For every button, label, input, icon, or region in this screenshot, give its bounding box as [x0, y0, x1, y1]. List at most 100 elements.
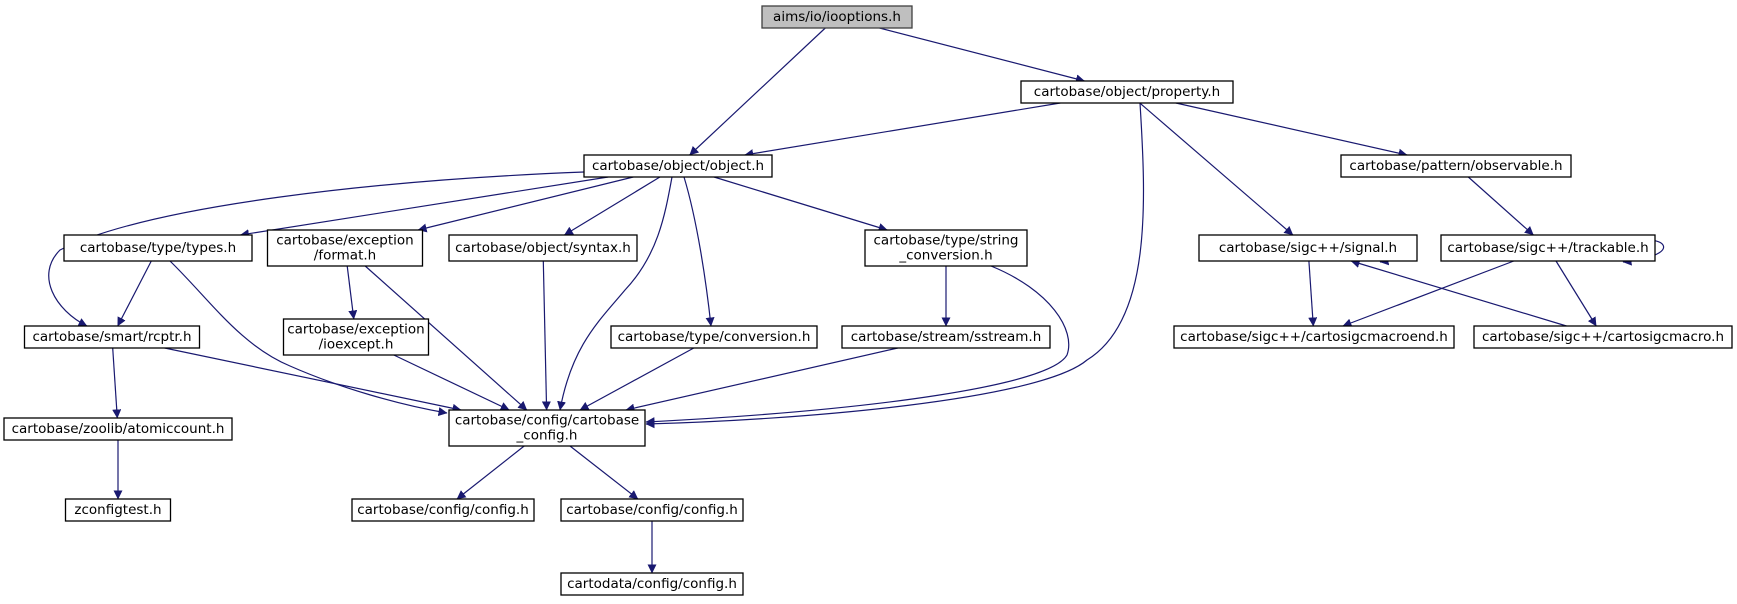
node-box	[1473, 325, 1733, 349]
node-label: cartobase/exception	[276, 233, 414, 249]
edge-macro-to-signal	[1350, 259, 1567, 327]
node-label: cartobase/sigc++/signal.h	[1219, 240, 1397, 256]
node-stringconv[interactable]: cartobase/type/string_conversion.h	[864, 229, 1028, 267]
node-label: cartobase/config/config.h	[566, 502, 738, 518]
node-format[interactable]: cartobase/exception/format.h	[266, 229, 424, 267]
edge-cartobaseconfig-to-config2	[569, 445, 639, 500]
node-rcptr[interactable]: cartobase/smart/rcptr.h	[23, 325, 201, 349]
node-sstream[interactable]: cartobase/stream/sstream.h	[841, 325, 1051, 349]
node-label: cartobase/config/config.h	[357, 502, 529, 518]
node-label: cartodata/config/config.h	[567, 576, 737, 592]
node-label: cartobase/config/cartobase	[455, 413, 639, 429]
node-box	[1198, 234, 1418, 262]
edge-cartobaseconfig-to-config1	[456, 445, 525, 500]
node-label: cartobase/sigc++/cartosigcmacroend.h	[1180, 329, 1448, 345]
edge-object-to-types	[239, 176, 609, 239]
edge-signal-to-macroend	[1308, 260, 1318, 327]
node-label: aims/io/iooptions.h	[773, 9, 901, 25]
edge-iooptions-to-property	[879, 27, 1085, 84]
node-label: cartobase/sigc++/cartosigcmacro.h	[1482, 329, 1724, 345]
node-box	[351, 498, 535, 522]
edge-object-to-syntax	[564, 176, 661, 236]
node-box	[282, 318, 430, 356]
edge-stringconv-to-cartobaseconfig	[645, 265, 1070, 427]
node-config1[interactable]: cartobase/config/config.h	[351, 498, 535, 522]
edge-types-to-cartobaseconfig	[169, 260, 448, 417]
node-syntax[interactable]: cartobase/object/syntax.h	[448, 234, 638, 262]
node-box	[1440, 234, 1656, 262]
node-object[interactable]: cartobase/object/object.h	[583, 154, 773, 178]
edge-sstream-to-cartobaseconfig	[625, 347, 898, 413]
node-ioexcept[interactable]: cartobase/exception/ioexcept.h	[282, 318, 430, 356]
node-label: cartobase/exception	[287, 322, 425, 338]
edge-object-to-conversion	[683, 176, 715, 327]
node-macroend[interactable]: cartobase/sigc++/cartosigcmacroend.h	[1173, 325, 1455, 349]
edge-conversion-to-cartobaseconfig	[579, 347, 695, 411]
edge-property-to-cartobaseconfig	[645, 102, 1145, 429]
node-zconfigtest[interactable]: zconfigtest.h	[64, 498, 172, 522]
edge-ioexcept-to-cartobaseconfig	[393, 354, 510, 411]
node-box	[63, 234, 253, 262]
node-label: cartobase/type/conversion.h	[618, 329, 811, 345]
node-box	[1340, 154, 1572, 178]
node-label: cartobase/object/property.h	[1034, 84, 1220, 100]
edge-types-to-rcptr	[117, 260, 152, 327]
edge-iooptions-to-object	[689, 27, 826, 156]
node-box	[266, 229, 424, 267]
edge-trackable-to-macroend	[1342, 260, 1515, 328]
edge-rcptr-to-cartobaseconfig	[164, 347, 462, 413]
nodes: aims/io/iooptions.h cartobase/object/prop…	[3, 5, 1733, 596]
edge-object-to-format	[417, 176, 634, 233]
node-box	[583, 154, 773, 178]
node-box	[1173, 325, 1455, 349]
edges	[48, 27, 1665, 574]
node-box	[560, 498, 744, 522]
node-property[interactable]: cartobase/object/property.h	[1020, 80, 1234, 104]
node-box	[23, 325, 201, 349]
node-box	[761, 5, 913, 29]
node-trackable[interactable]: cartobase/sigc++/trackable.h	[1440, 234, 1656, 262]
edge-object-to-cartobaseconfig	[557, 176, 673, 411]
edge-property-to-object	[744, 102, 1061, 159]
edge-trackable-to-macro	[1555, 260, 1597, 327]
node-cartobaseconfig[interactable]: cartobase/config/cartobase_config.h	[448, 409, 646, 447]
node-label: zconfigtest.h	[74, 502, 161, 518]
node-box	[64, 498, 172, 522]
edge-format-to-ioexcept	[346, 265, 358, 320]
node-label: cartobase/object/object.h	[592, 158, 764, 174]
node-box	[560, 572, 744, 596]
node-box	[841, 325, 1051, 349]
node-iooptions[interactable]: aims/io/iooptions.h	[761, 5, 913, 29]
node-label: _config.h	[516, 428, 578, 444]
edge-syntax-to-cartobaseconfig	[541, 260, 551, 411]
edge-object-to-rcptr	[48, 171, 585, 327]
edge-property-to-observable	[1175, 102, 1408, 158]
node-types[interactable]: cartobase/type/types.h	[63, 234, 253, 262]
node-box	[448, 409, 646, 447]
node-conversion[interactable]: cartobase/type/conversion.h	[610, 325, 818, 349]
node-label: _conversion.h	[898, 248, 992, 264]
node-label: cartobase/pattern/observable.h	[1349, 158, 1562, 174]
node-macro[interactable]: cartobase/sigc++/cartosigcmacro.h	[1473, 325, 1733, 349]
node-signal[interactable]: cartobase/sigc++/signal.h	[1198, 234, 1418, 262]
node-label: cartobase/type/types.h	[80, 240, 236, 256]
edge-format-to-cartobaseconfig	[364, 265, 528, 411]
edge-property-to-signal	[1139, 102, 1294, 236]
node-label: cartobase/object/syntax.h	[455, 240, 631, 256]
node-box	[610, 325, 818, 349]
node-cartodataconfig[interactable]: cartodata/config/config.h	[560, 572, 744, 596]
node-label: cartobase/type/string	[874, 233, 1019, 249]
node-config2[interactable]: cartobase/config/config.h	[560, 498, 744, 522]
node-box	[1020, 80, 1234, 104]
node-observable[interactable]: cartobase/pattern/observable.h	[1340, 154, 1572, 178]
node-label: /format.h	[314, 248, 376, 264]
edge-observable-to-trackable	[1467, 176, 1534, 236]
node-box	[864, 229, 1028, 267]
node-box	[448, 234, 638, 262]
node-box	[3, 417, 233, 441]
edge-object-to-stringconv	[713, 176, 888, 232]
node-label: cartobase/zoolib/atomiccount.h	[12, 421, 225, 437]
node-atomiccount[interactable]: cartobase/zoolib/atomiccount.h	[3, 417, 233, 441]
edge-rcptr-to-atomiccount	[112, 347, 122, 419]
